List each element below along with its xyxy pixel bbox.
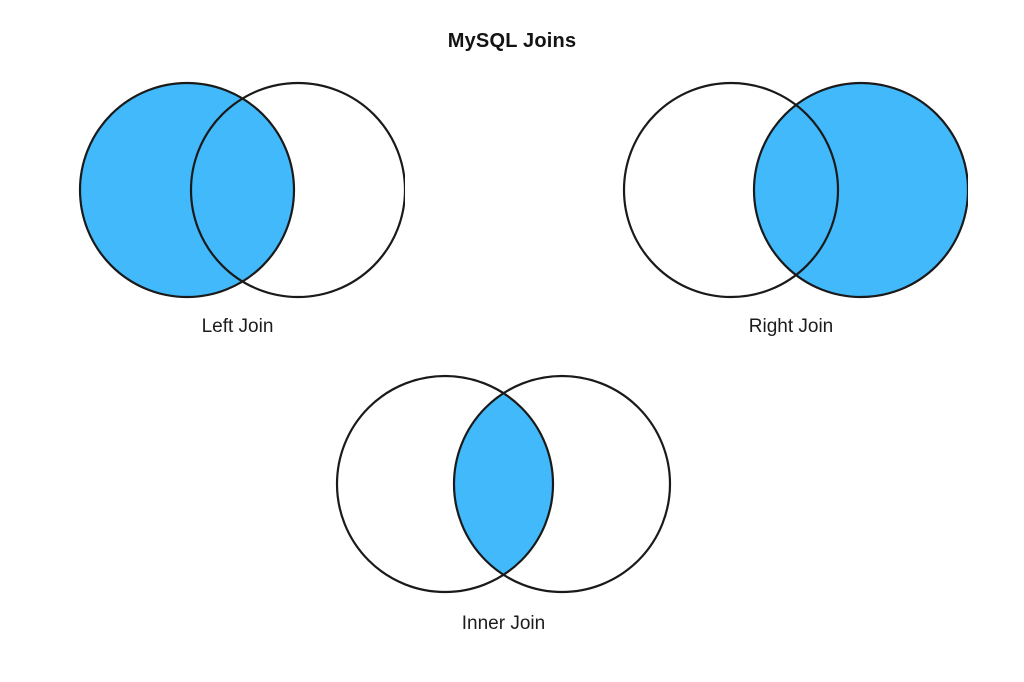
left-join-left-circle-outline: [78, 81, 296, 299]
page-title: MySQL Joins: [447, 30, 577, 52]
right-join-right-circle-fill: [754, 83, 968, 297]
caption-inner-join: Inner Join: [461, 613, 546, 634]
caption-right-join: Right Join: [748, 316, 834, 337]
inner-join-svg: [335, 374, 672, 594]
venn-diagram-inner-join: [335, 373, 672, 595]
left-join-right-circle-outline: [189, 81, 405, 299]
left-join-svg: [78, 81, 405, 299]
caption-left-join: Left Join: [201, 316, 274, 337]
left-join-left-circle-fill: [80, 83, 294, 297]
venn-diagram-right-join: [614, 76, 968, 304]
inner-join-left-circle-outline: [335, 374, 555, 594]
right-join-left-only-region: [624, 83, 797, 297]
inner-join-intersection-fill: [454, 376, 553, 592]
venn-diagram-left-join: [70, 76, 405, 304]
right-join-svg: [622, 81, 968, 299]
inner-join-right-circle-outline: [452, 374, 672, 594]
right-join-right-circle-outline: [752, 81, 968, 299]
right-join-left-circle-outline: [622, 81, 840, 299]
